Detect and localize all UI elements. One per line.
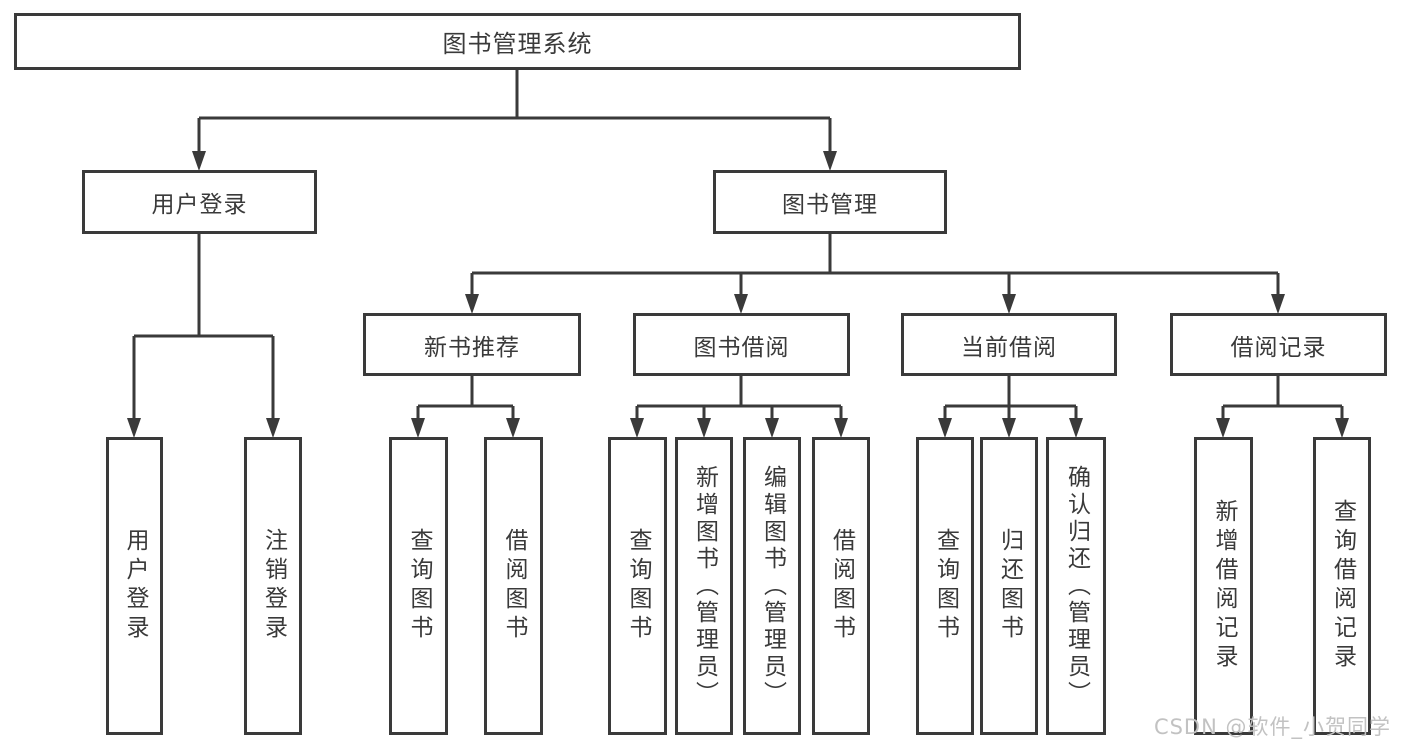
leaf-query-books-current: 查询图书: [916, 437, 974, 735]
leaf-add-borrow-record: 新增借阅记录: [1194, 437, 1253, 735]
leaf-borrow-books-recommend: 借阅图书: [484, 437, 543, 735]
leaf-query-borrow-record-label: 查询借阅记录: [1329, 499, 1356, 673]
leaf-query-books-borrowing-label: 查询图书: [625, 528, 651, 644]
leaf-borrow-books-borrowing: 借阅图书: [812, 437, 870, 735]
leaf-add-books-admin: 新增图书（管理员）: [675, 437, 733, 735]
node-borrowing-records: 借阅记录: [1170, 313, 1387, 376]
arrowheads: [127, 151, 1349, 438]
node-current-borrowing: 当前借阅: [901, 313, 1117, 376]
leaf-borrow-books-borrowing-label: 借阅图书: [828, 528, 855, 644]
node-user-login: 用户登录: [82, 170, 317, 234]
leaf-query-books-borrowing: 查询图书: [608, 437, 667, 735]
node-book-borrowing: 图书借阅: [633, 313, 850, 376]
leaf-edit-books-admin-label: 编辑图书（管理员）: [759, 464, 786, 708]
leaf-query-books-recommend: 查询图书: [389, 437, 448, 735]
csdn-watermark: CSDN @软件_小贺同学: [1153, 715, 1391, 739]
leaf-query-books-current-label: 查询图书: [932, 528, 959, 644]
leaf-return-books: 归还图书: [980, 437, 1038, 735]
leaf-logout: 注销登录: [244, 437, 302, 735]
leaf-query-borrow-record: 查询借阅记录: [1313, 437, 1371, 735]
leaf-borrow-books-recommend-label: 借阅图书: [501, 528, 527, 644]
leaf-user-login-label: 用户登录: [122, 528, 148, 644]
leaf-return-books-label: 归还图书: [996, 528, 1023, 644]
node-book-management: 图书管理: [713, 170, 947, 234]
leaf-user-login: 用户登录: [106, 437, 163, 735]
leaf-add-books-admin-label: 新增图书（管理员）: [691, 464, 718, 708]
leaf-add-borrow-record-label: 新增借阅记录: [1211, 499, 1237, 673]
leaf-confirm-return-admin-label: 确认归还（管理员）: [1063, 464, 1090, 708]
leaf-query-books-recommend-label: 查询图书: [406, 528, 432, 644]
leaf-confirm-return-admin: 确认归还（管理员）: [1046, 437, 1106, 735]
node-new-book-recommendation: 新书推荐: [363, 313, 581, 376]
leaf-logout-label: 注销登录: [260, 528, 287, 644]
leaf-edit-books-admin: 编辑图书（管理员）: [743, 437, 801, 735]
node-library-management-system: 图书管理系统: [14, 13, 1021, 70]
